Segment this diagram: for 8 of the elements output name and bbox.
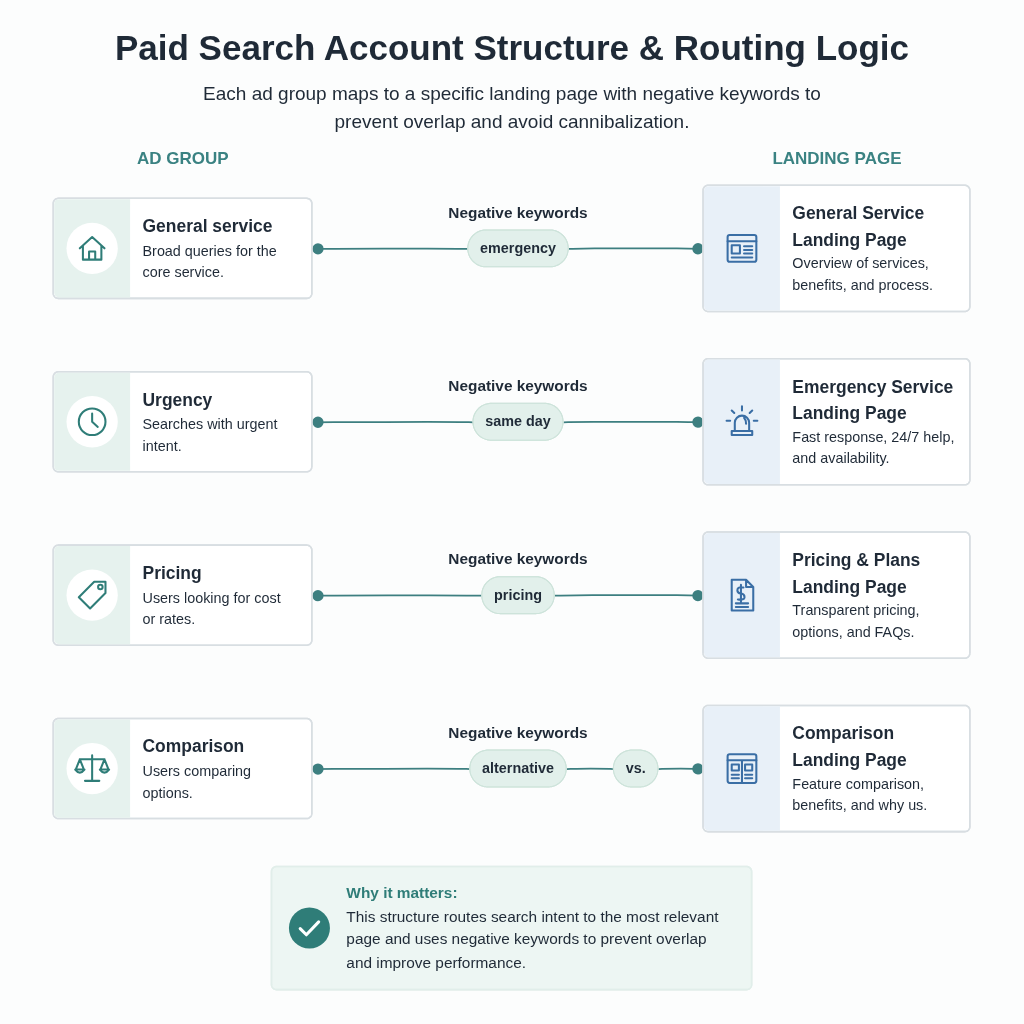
pill-caption: Negative keywords (448, 203, 589, 221)
column-header: LANDING PAGE (772, 149, 902, 170)
pill-caption: Negative keywords (448, 377, 589, 395)
title: Paid Search Account Structure & Routing Logic (114, 28, 910, 68)
pill-caption: Negative keywords (448, 723, 589, 741)
column-header: AD GROUP (136, 149, 229, 170)
subtitle: Each ad group maps to a specific landing page with negative keywords to prevent overlap and avoid cannibalization. (202, 82, 822, 134)
pill-caption: Negative keywords (448, 550, 589, 568)
